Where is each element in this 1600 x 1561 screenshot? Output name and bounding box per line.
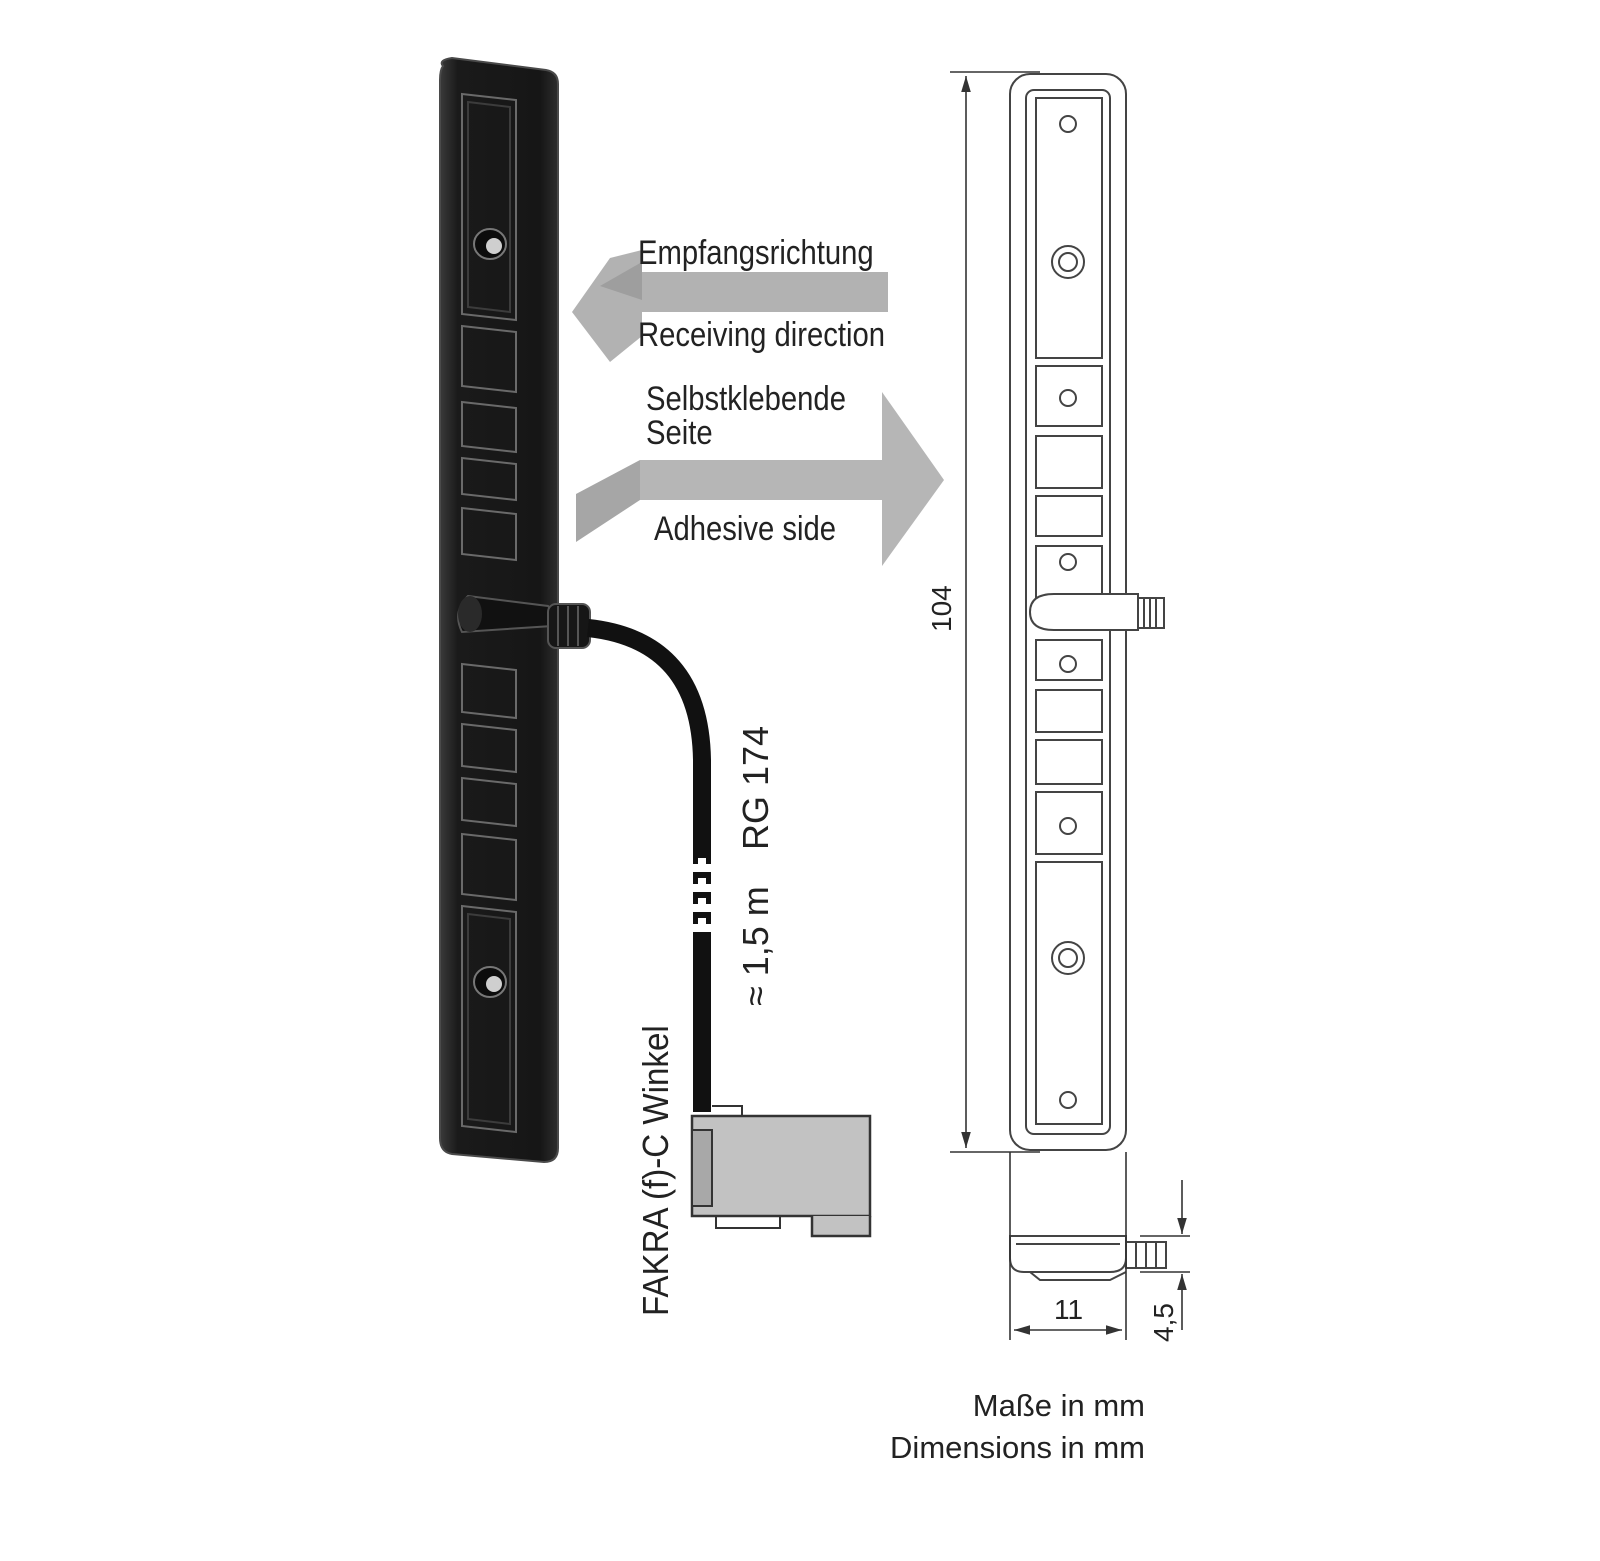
dimension-lines <box>950 71 1190 1340</box>
note-units-en: Dimensions in mm <box>890 1430 1145 1465</box>
label-cable-type: RG 174 <box>735 725 776 850</box>
label-adhesive-de-1: Selbstklebende <box>646 380 846 418</box>
adhesive-side-arrow <box>576 392 944 566</box>
coax-cable <box>547 603 711 1112</box>
label-receiving-en: Receiving direction <box>638 316 886 354</box>
label-connector: FAKRA (f)-C Winkel <box>635 1025 676 1316</box>
side-view <box>1009 1235 1167 1281</box>
receiving-direction-arrow <box>572 250 888 362</box>
label-cable-length: ≈ 1,5 m <box>735 886 776 1006</box>
dim-height: 4,5 <box>1148 1303 1179 1342</box>
dim-length: 104 <box>926 585 957 632</box>
label-adhesive-de-2: Seite <box>646 414 713 452</box>
dim-width: 11 <box>1054 1294 1084 1325</box>
antenna-photo <box>439 56 559 1164</box>
label-receiving-de: Empfangsrichtung <box>638 234 874 272</box>
fakra-connector <box>690 1105 872 1238</box>
label-adhesive-en: Adhesive side <box>654 510 837 548</box>
cable-boss-outline <box>1028 593 1165 631</box>
note-units-de: Maße in mm <box>972 1388 1145 1423</box>
